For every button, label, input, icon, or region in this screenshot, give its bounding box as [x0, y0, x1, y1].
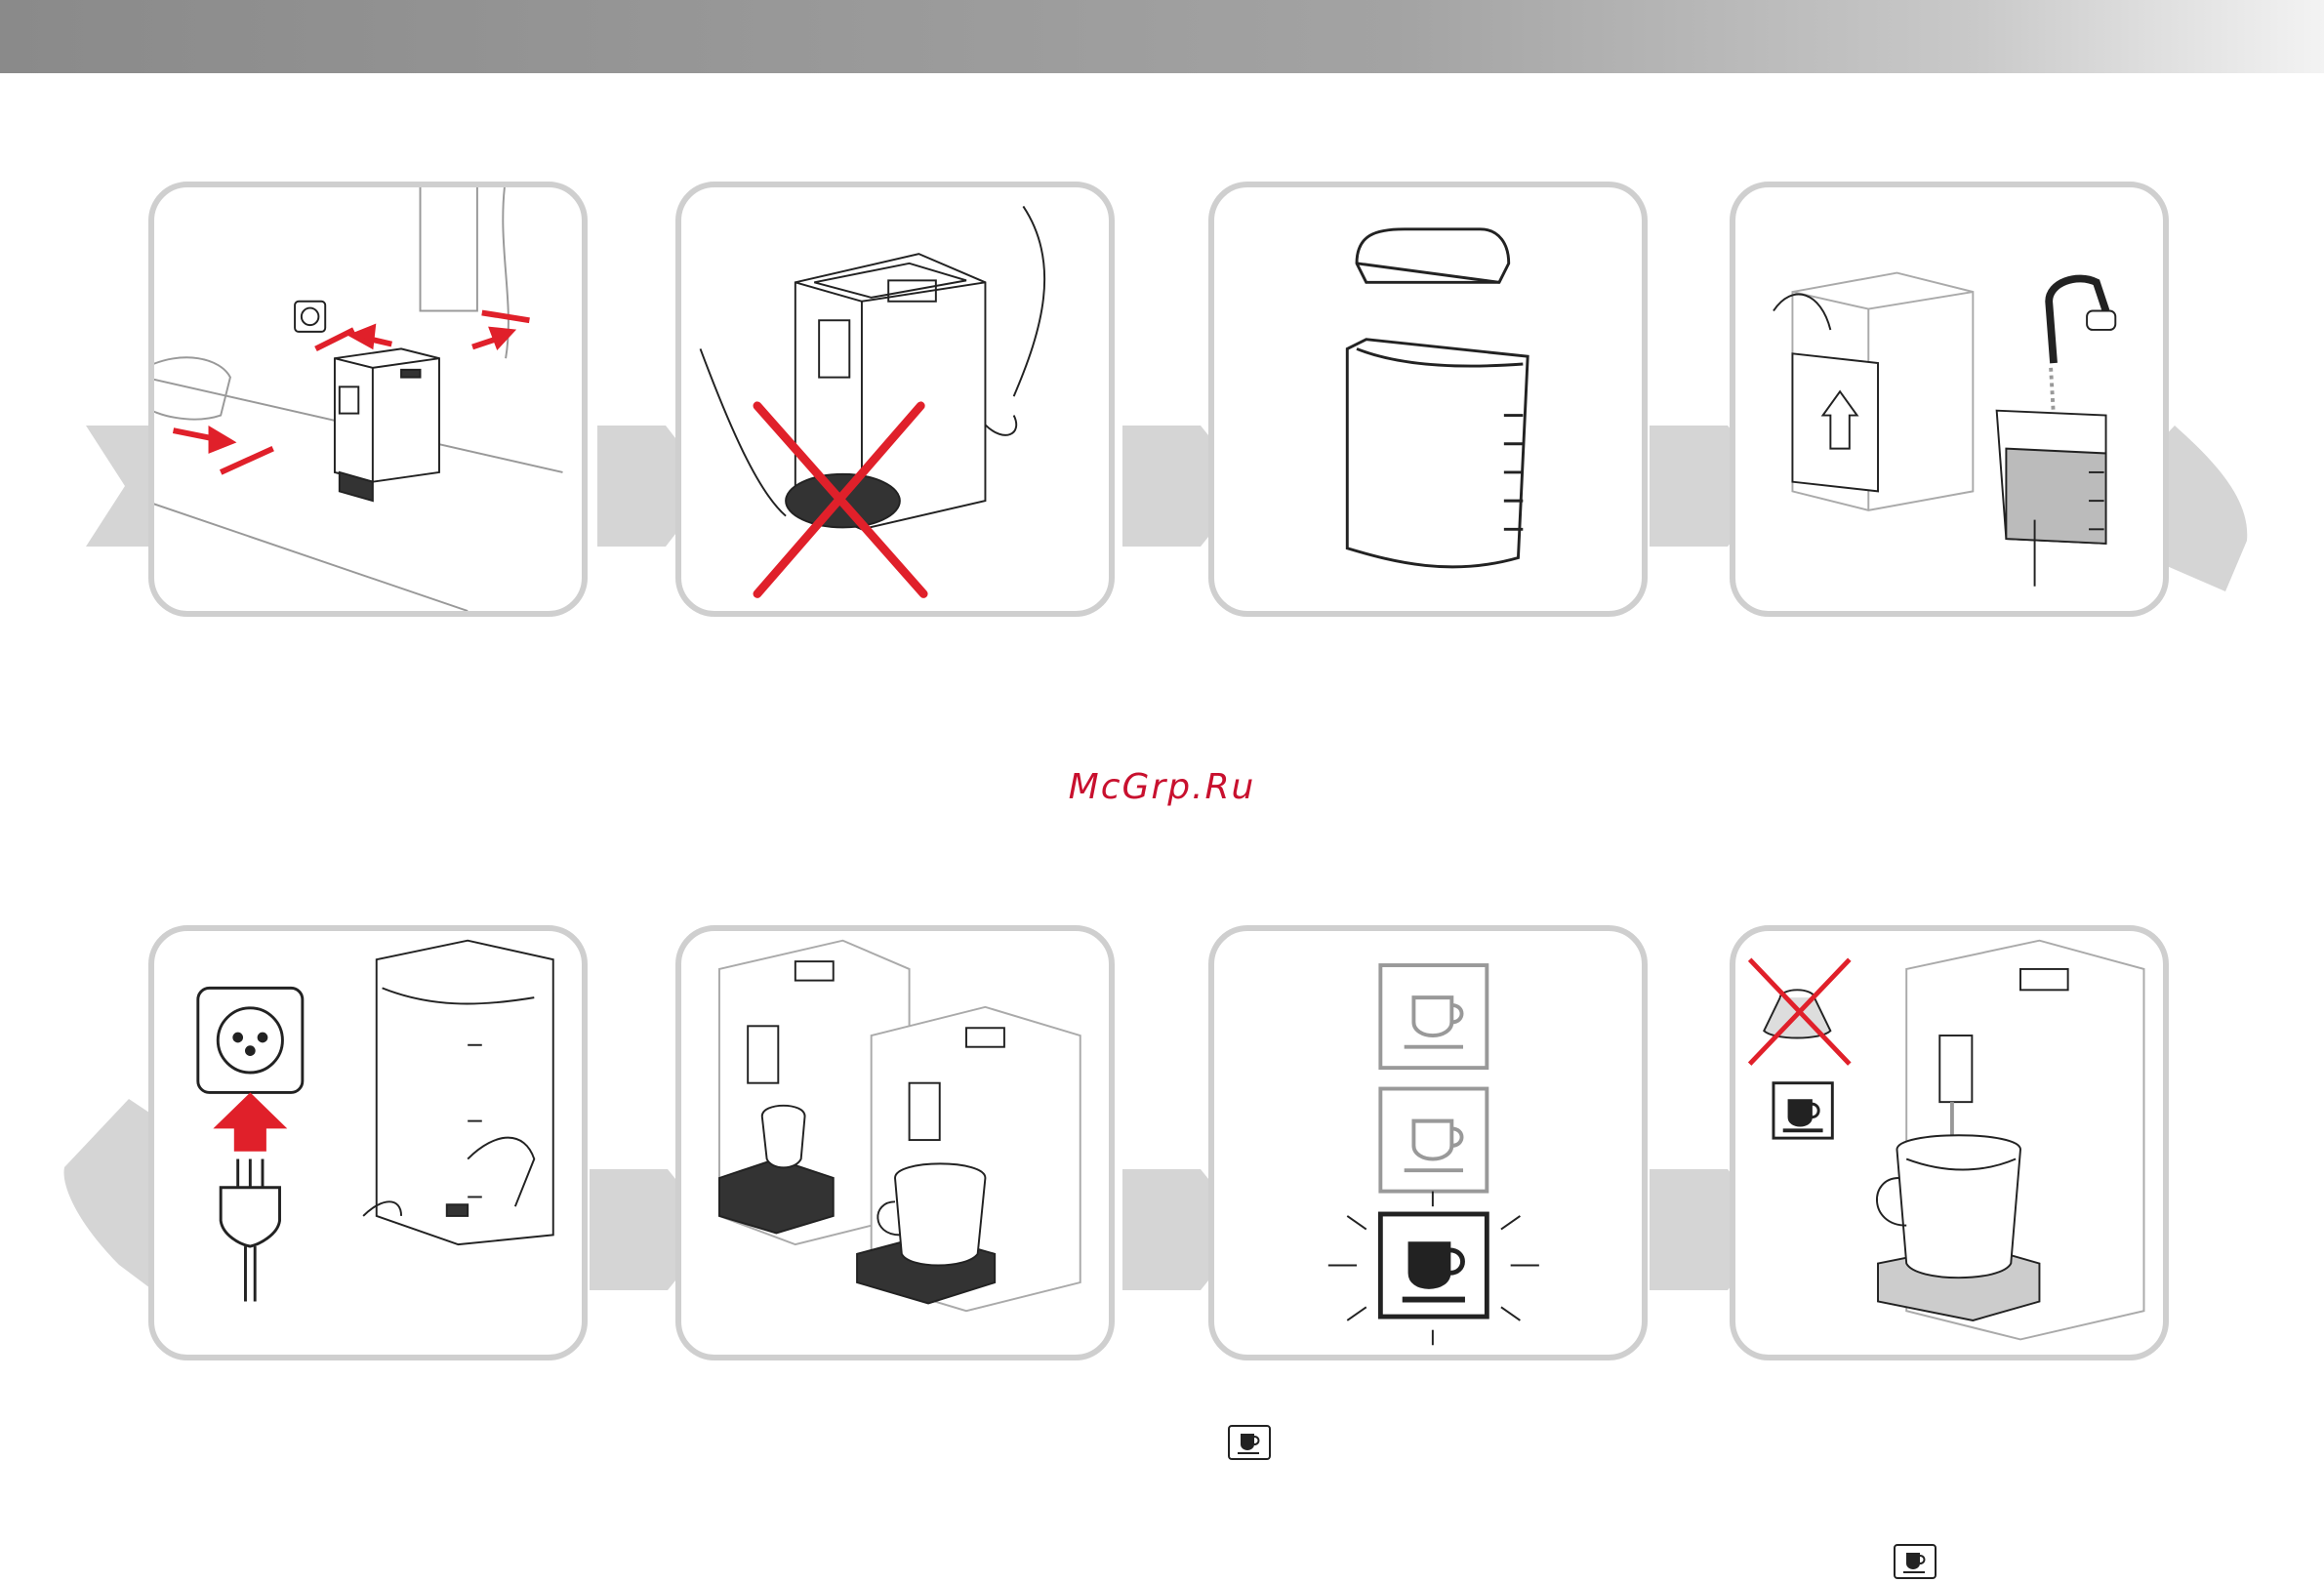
espresso-cup-icon [1894, 1544, 1937, 1579]
espresso-button-blinking [1328, 1192, 1539, 1346]
up-arrow-icon [213, 1092, 287, 1151]
step-8-panel [1730, 925, 2169, 1360]
espresso-cup-icon [1774, 1083, 1832, 1138]
top-header-bar [0, 0, 2324, 73]
water-tank [1347, 340, 1528, 567]
espresso-button-inactive [1380, 965, 1487, 1068]
step-1-panel [148, 182, 588, 617]
power-socket-icon [198, 988, 303, 1092]
power-plug-icon [221, 1159, 279, 1302]
step-7-panel [1208, 925, 1648, 1360]
coffee-machine-mug [857, 1007, 1080, 1311]
flow-arrow-start [86, 426, 154, 547]
step-5-panel [148, 925, 588, 1360]
step-4-panel [1730, 182, 2169, 617]
coffee-machine [786, 254, 985, 529]
water-tank-removed [1792, 353, 1878, 491]
tank-lid [1357, 229, 1509, 282]
coffee-machine [335, 348, 439, 501]
water-tap [2049, 278, 2115, 434]
power-socket-icon [295, 302, 325, 332]
coffee-machine [1877, 941, 2144, 1340]
step-6-panel [675, 925, 1115, 1360]
espresso-button-inactive-2 [1380, 1089, 1487, 1192]
espresso-cup-icon [1228, 1425, 1271, 1460]
step-2-panel [675, 182, 1115, 617]
flow-arrow-continued [61, 1099, 158, 1294]
coffee-machine [363, 941, 553, 1244]
cross-icon [1750, 959, 1850, 1064]
watermark: McGrp.Ru [0, 767, 2324, 807]
water-tank-filling [1997, 411, 2106, 587]
step-3-panel [1208, 182, 1648, 617]
